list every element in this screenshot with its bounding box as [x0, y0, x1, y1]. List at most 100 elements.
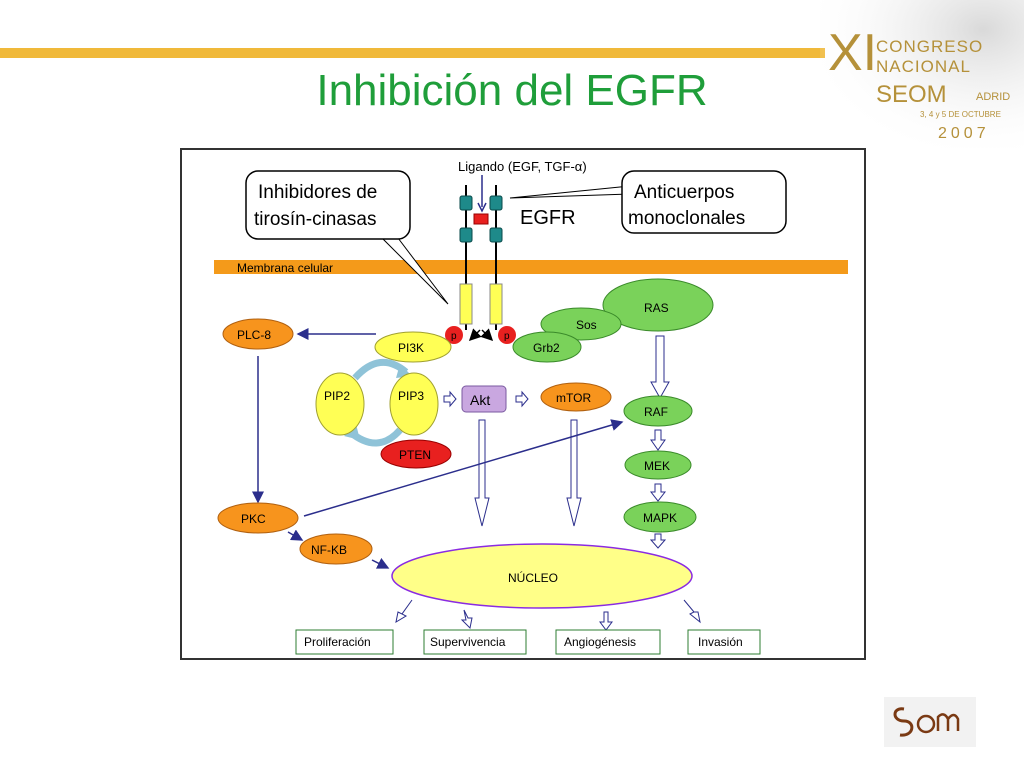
slide-title: Inhibición del EGFR [316, 66, 708, 115]
callout-tki-pointer [379, 235, 449, 305]
arrow-nfkb-nucleus [371, 557, 390, 569]
outcome-proliferation-label: Proliferación [304, 635, 371, 649]
arrow-akt-nucleus [474, 419, 490, 527]
arrow-to-invasion [683, 599, 701, 624]
tk-domain-left [459, 283, 473, 325]
node-raf [623, 395, 693, 427]
logo-line2: NACIONAL [876, 57, 971, 76]
phospho-right [498, 326, 516, 344]
node-pi3k [374, 331, 452, 363]
node-pi3k-label: PI3K [398, 341, 424, 355]
outcome-angiogenesis [555, 629, 661, 655]
arrow-pkc-nfkb [287, 529, 304, 541]
logo-background [820, 0, 1024, 148]
node-nfkb [299, 533, 373, 565]
receptor-domain-r2 [489, 227, 503, 243]
nucleus-label: NÚCLEO [508, 570, 558, 585]
outcome-boxes: Proliferación Supervivencia Angiogénesis… [295, 629, 761, 655]
arrow-to-proliferation [395, 599, 413, 624]
logo-roman-numeral: XI [828, 24, 877, 82]
phospho-left [445, 326, 463, 344]
phospho-right-label: p [504, 331, 510, 342]
node-plc [222, 318, 294, 350]
receptor-domain-r1 [489, 195, 503, 211]
seom-logo-o [916, 714, 936, 734]
node-ras [602, 278, 714, 332]
title-accent-bar [0, 48, 825, 58]
callout-antibodies-line1: Anticuerpos [634, 182, 734, 203]
egfr-label: EGFR [520, 207, 576, 229]
membrane-label: Membrana celular [237, 261, 333, 275]
node-sos [540, 307, 622, 341]
arrow-raf-mek [650, 429, 666, 451]
callout-tki-line1: Inhibidores de [258, 182, 377, 203]
receptor-domain-l1 [459, 195, 473, 211]
ligand-label: Ligando (EGF, TGF-α) [458, 159, 587, 174]
node-mek-label: MEK [644, 459, 670, 473]
callout-tki-line2: tirosín-cinasas [254, 209, 377, 230]
node-mtor-label: mTOR [556, 391, 591, 405]
logo-dates: 3, 4 y 5 DE OCTUBRE [920, 110, 1001, 119]
node-pkc-label: PKC [241, 512, 266, 526]
node-mek [624, 450, 692, 480]
activation-arrow-right [480, 328, 494, 342]
node-sos-label: Sos [576, 318, 597, 332]
node-pten [380, 439, 452, 469]
outcome-proliferation [295, 629, 394, 655]
node-mtor [540, 382, 612, 412]
logo-city: ADRID [976, 91, 1010, 103]
seom-logo-m [936, 713, 960, 731]
node-pip3-label: PIP3 [398, 389, 424, 403]
arrow-to-angiogenesis [599, 611, 613, 631]
outcome-invasion-label: Invasión [698, 635, 743, 649]
arrow-akt-mtor [515, 390, 529, 408]
node-pten-label: PTEN [399, 448, 431, 462]
node-pip3 [389, 372, 439, 436]
nucleus [391, 543, 693, 609]
outcome-invasion [687, 629, 761, 655]
arrow-ras-raf [650, 335, 670, 400]
node-pip2-label: PIP2 [324, 389, 350, 403]
diagram-frame [180, 148, 866, 660]
egfr-receptor: p p [445, 185, 516, 344]
congress-logo: XI CONGRESO NACIONAL SEOM ADRID 3, 4 y 5… [820, 0, 1024, 148]
logo-year: 2007 [938, 125, 990, 142]
node-plc-label: PLC-8 [237, 328, 271, 342]
phospho-left-label: p [451, 331, 457, 342]
seom-logo-mark [893, 707, 960, 737]
activation-arrow-left [468, 328, 482, 342]
arrow-to-survival [460, 609, 473, 630]
logo-line1: CONGRESO [876, 37, 983, 56]
cell-membrane [214, 260, 848, 274]
outcome-survival [423, 629, 527, 655]
node-mapk [623, 501, 697, 533]
tk-domain-right [489, 283, 503, 325]
arrow-pip3-akt [443, 390, 457, 408]
callout-antibodies-line2: monoclonales [628, 208, 745, 229]
node-akt-label: Akt [470, 392, 490, 408]
node-pkc [217, 502, 299, 534]
node-akt [461, 385, 507, 413]
callout-antibodies-pointer [509, 185, 631, 199]
node-grb2-label: Grb2 [533, 341, 560, 355]
logo-org: SEOM [876, 81, 947, 108]
cycle-arrowhead-bottom [344, 424, 360, 440]
node-grb2 [512, 331, 582, 363]
arrow-mek-mapk [649, 483, 667, 502]
arrow-pkc-raf [303, 419, 624, 517]
outcome-survival-label: Supervivencia [430, 635, 506, 649]
node-pip2 [315, 372, 365, 436]
seom-logo-s [893, 707, 914, 737]
node-raf-label: RAF [644, 405, 668, 419]
node-nfkb-label: NF-KB [311, 543, 347, 557]
seom-logo [884, 697, 976, 747]
bound-ligand [473, 213, 489, 225]
node-mapk-label: MAPK [643, 511, 677, 525]
arrow-mtor-nucleus [566, 419, 582, 527]
node-ras-label: RAS [644, 301, 669, 315]
callout-antibodies [621, 170, 787, 234]
arrow-mapk-nucleus [649, 533, 667, 549]
ligand-arrowhead [477, 202, 487, 213]
